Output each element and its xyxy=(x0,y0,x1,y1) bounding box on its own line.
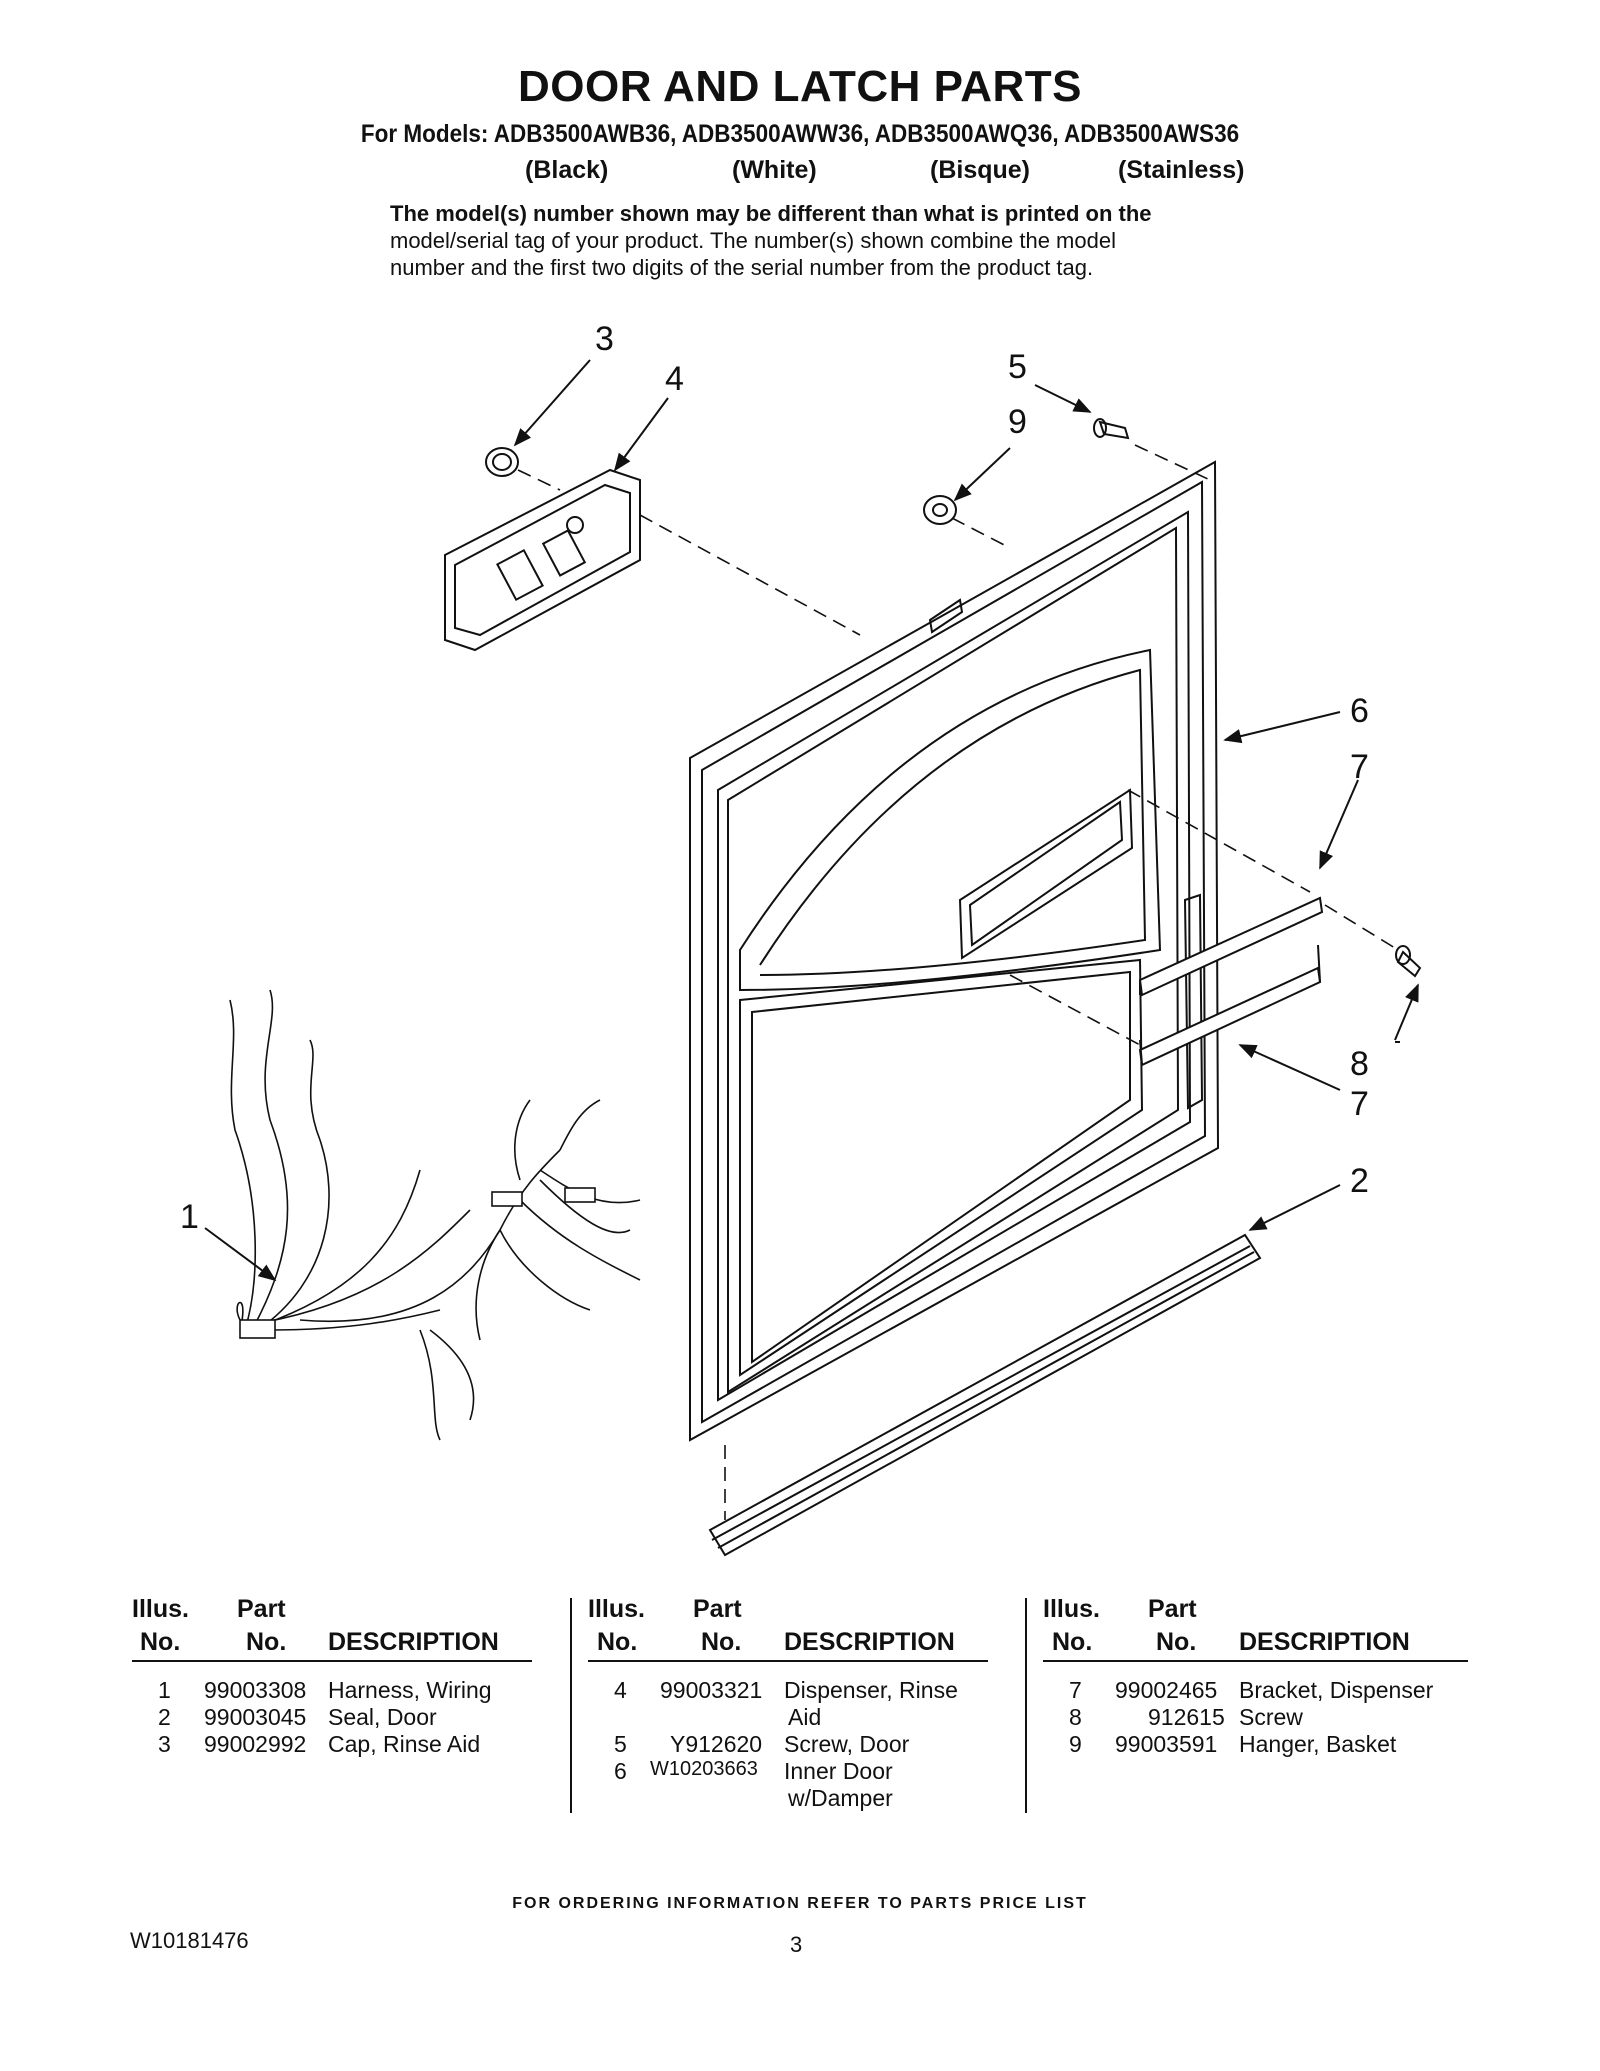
part-description: Cap, Rinse Aid xyxy=(328,1731,481,1757)
part-description: Screw, Door xyxy=(784,1731,910,1757)
part-number: Y912620 xyxy=(670,1731,763,1757)
table-row: 9 xyxy=(1069,1731,1082,1757)
col3-no-header: No. xyxy=(1052,1628,1093,1656)
col2-desc-header: DESCRIPTION xyxy=(784,1628,955,1656)
part-number: 99003308 xyxy=(204,1677,307,1703)
part-number: 99003045 xyxy=(204,1704,307,1730)
note-line-2: model/serial tag of your product. The nu… xyxy=(390,228,1116,253)
callout-2: 2 xyxy=(1350,1162,1369,1200)
col2-partno-header: No. xyxy=(701,1628,742,1656)
part-number: 99003591 xyxy=(1115,1731,1218,1757)
callout-4: 4 xyxy=(665,360,684,398)
callout-7-lower: 7 xyxy=(1350,1085,1369,1123)
column-divider xyxy=(1025,1598,1027,1813)
table-row: 1 xyxy=(158,1677,171,1703)
color-black: (Black) xyxy=(525,156,609,184)
part-description: Inner Door xyxy=(784,1758,893,1784)
page-title: DOOR AND LATCH PARTS xyxy=(517,62,1083,111)
callout-8: 8 xyxy=(1350,1045,1369,1083)
dispenser-bracket-lower xyxy=(1138,944,1322,1067)
col3-part-header: Part xyxy=(1148,1595,1197,1623)
table-row: 3 xyxy=(158,1731,171,1757)
part-description: Hanger, Basket xyxy=(1239,1731,1397,1757)
table-row: 2 xyxy=(158,1704,171,1730)
rinse-aid-cap xyxy=(485,447,519,477)
part-description: Bracket, Dispenser xyxy=(1239,1677,1434,1703)
callout-9: 9 xyxy=(1008,403,1027,441)
col3-illus-header: Illus. xyxy=(1043,1595,1100,1623)
note-line-1: The model(s) number shown may be differe… xyxy=(390,201,1152,226)
page-number: 3 xyxy=(790,1932,803,1957)
part-number: W10203663 xyxy=(650,1758,758,1780)
part-number: 912615 xyxy=(1148,1704,1225,1730)
note-line-3: number and the first two digits of the s… xyxy=(390,255,1094,280)
dispenser-bracket-upper xyxy=(1138,896,1324,997)
col1-illus-header: Illus. xyxy=(132,1595,189,1623)
col2-header-rule xyxy=(588,1660,988,1662)
door-screw xyxy=(1093,418,1130,440)
col3-partno-header: No. xyxy=(1156,1628,1197,1656)
callout-3: 3 xyxy=(595,320,614,358)
table-row: 4 xyxy=(614,1677,627,1703)
table-row: 7 xyxy=(1069,1677,1082,1703)
col2-no-header: No. xyxy=(597,1628,638,1656)
color-stainless: (Stainless) xyxy=(1118,156,1245,184)
callout-7-upper: 7 xyxy=(1350,748,1369,786)
part-number: 99003321 xyxy=(660,1677,763,1703)
col2-part-header: Part xyxy=(693,1595,742,1623)
ordering-footer: FOR ORDERING INFORMATION REFER TO PARTS … xyxy=(512,1895,1088,1912)
model-note: The model(s) number shown may be differe… xyxy=(390,200,1290,281)
col1-part-header: Part xyxy=(237,1595,286,1623)
rinse-aid-dispenser xyxy=(444,468,641,652)
col1-desc-header: DESCRIPTION xyxy=(328,1628,499,1656)
table-row: 6 xyxy=(614,1758,627,1784)
table-row: 8 xyxy=(1069,1704,1082,1730)
part-number: 99002992 xyxy=(204,1731,307,1757)
callout-5: 5 xyxy=(1008,348,1027,386)
color-white: (White) xyxy=(732,156,817,184)
col2-illus-header: Illus. xyxy=(588,1595,645,1623)
callout-6: 6 xyxy=(1350,692,1369,730)
wiring-harness xyxy=(229,989,641,1441)
callout-1: 1 xyxy=(180,1198,199,1236)
part-description: Dispenser, Rinse xyxy=(784,1677,958,1703)
col1-header-rule xyxy=(132,1660,532,1662)
basket-hanger xyxy=(923,495,957,525)
exploded-diagram: 3 4 5 9 6 7 8 7 2 1 xyxy=(180,320,1422,1557)
part-description-cont: Aid xyxy=(788,1704,822,1730)
door-seal xyxy=(708,1233,1262,1557)
col3-header-rule xyxy=(1043,1660,1468,1662)
col1-no-header: No. xyxy=(140,1628,181,1656)
part-description: Seal, Door xyxy=(328,1704,437,1730)
models-line: For Models: ADB3500AWB36, ADB3500AWW36, … xyxy=(360,120,1240,148)
part-description-cont: w/Damper xyxy=(788,1785,893,1811)
col1-partno-header: No. xyxy=(246,1628,287,1656)
part-description: Harness, Wiring xyxy=(328,1677,492,1703)
part-description: Screw xyxy=(1239,1704,1303,1730)
table-row: 5 xyxy=(614,1731,627,1757)
inner-door-panel xyxy=(689,460,1220,1442)
bracket-screw xyxy=(1395,945,1422,978)
document-number: W10181476 xyxy=(130,1928,249,1953)
color-bisque: (Bisque) xyxy=(930,156,1030,184)
column-divider xyxy=(570,1598,572,1813)
col3-desc-header: DESCRIPTION xyxy=(1239,1628,1410,1656)
part-number: 99002465 xyxy=(1115,1677,1218,1703)
